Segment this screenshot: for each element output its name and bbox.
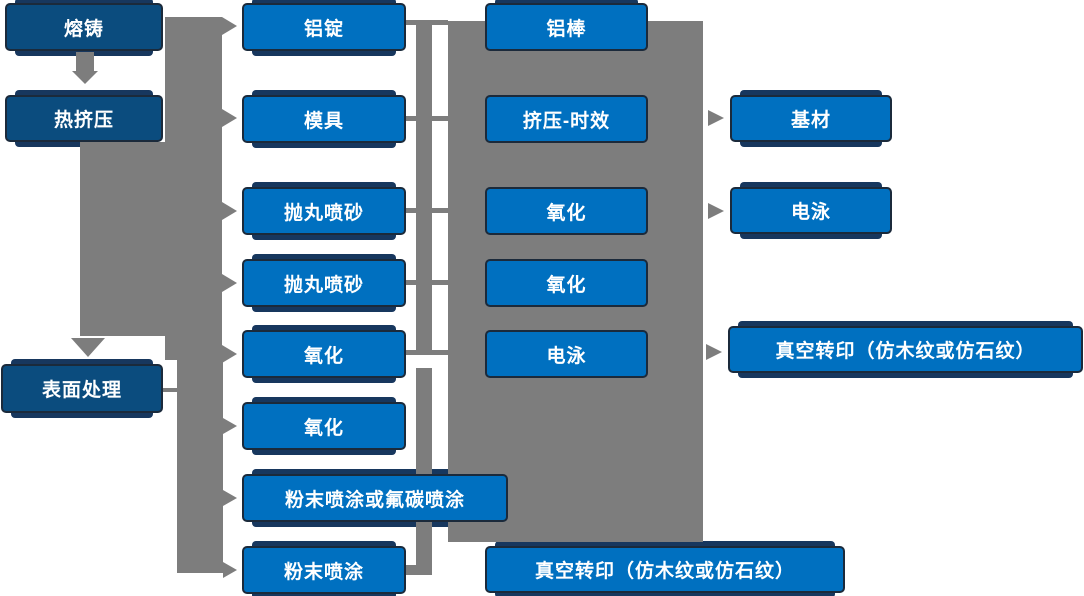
node-surface-treatment-label: 表面处理 [41,380,122,401]
node-shot-blasting-1: 抛丸喷砂 [242,187,406,235]
arrow-to-mold [222,109,237,127]
node-shot-blasting-1-label: 抛丸喷砂 [283,202,364,224]
node-vacuum-transfer-2: 真空转印（仿木纹或仿石纹） [485,546,845,593]
node-vacuum-transfer-1-label: 真空转印（仿木纹或仿石纹） [775,341,1036,362]
node-extrusion-aging-label: 挤压-时效 [522,110,611,132]
node-aluminum-rod: 铝棒 [485,3,648,51]
connector-stub-row1 [406,20,448,25]
node-electrophoresis-1-label: 电泳 [546,345,587,367]
node-aluminum-rod-label: 铝棒 [546,18,587,40]
node-vacuum-transfer-2-label: 真空转印（仿木纹或仿石纹） [534,561,795,582]
node-melting-casting: 熔铸 [5,3,163,51]
node-oxidation-b1-label: 氧化 [546,202,587,224]
node-vacuum-transfer-1: 真空转印（仿木纹或仿石纹） [728,326,1083,373]
connector-stub-row3 [406,208,448,213]
node-oxidation-a2-label: 氧化 [303,417,344,439]
arrow-to-oxidation-a1 [222,345,237,363]
node-electrophoresis-2: 电泳 [730,187,892,234]
node-electrophoresis-1: 电泳 [485,330,648,378]
connector-branch-surface [177,353,223,573]
connector-mid-bar-upper [416,20,432,355]
node-substrate-label: 基材 [790,110,831,131]
arrow-to-hot-extrusion [72,71,98,84]
arrow-to-powder-coating [223,562,237,578]
arrow-to-shot-blasting-2 [222,274,237,292]
node-mold-label: 模具 [303,110,344,132]
node-mold: 模具 [242,95,406,143]
node-substrate: 基材 [730,95,892,142]
arrow-to-vacuum-transfer-1 [706,344,722,360]
node-powder-or-fluorocarbon: 粉末喷涂或氟碳喷涂 [242,474,508,522]
connector-stub-row5 [406,350,448,355]
arrow-to-powder-or-fluorocarbon [223,490,237,506]
arrow-to-aluminum-ingot [222,17,237,35]
node-powder-coating: 粉末喷涂 [242,546,406,594]
node-extrusion-aging: 挤压-时效 [485,95,648,143]
connector-below-hot-extrusion [80,142,177,336]
node-oxidation-b2: 氧化 [485,259,648,307]
arrow-to-oxidation-a2 [223,418,237,434]
node-powder-coating-label: 粉末喷涂 [283,561,364,583]
node-surface-treatment: 表面处理 [1,364,163,413]
node-oxidation-b1: 氧化 [485,187,648,235]
node-aluminum-ingot-label: 铝锭 [303,18,344,40]
connector-melting-down-shaft [76,52,94,72]
node-shot-blasting-2-label: 抛丸喷砂 [283,274,364,296]
node-oxidation-a2: 氧化 [242,402,406,450]
connector-mid-bar-lower [416,368,432,575]
node-shot-blasting-2: 抛丸喷砂 [242,259,406,307]
node-oxidation-a1: 氧化 [242,330,406,378]
arrow-to-substrate [708,110,724,126]
arrow-to-surface-treatment [71,338,105,357]
node-hot-extrusion: 热挤压 [5,95,163,142]
connector-stub-row2 [406,116,448,121]
node-hot-extrusion-label: 热挤压 [53,110,114,131]
node-powder-or-fluorocarbon-label: 粉末喷涂或氟碳喷涂 [284,489,465,511]
node-melting-casting-label: 熔铸 [63,18,104,40]
connector-stub-surface-branch [163,388,177,392]
node-oxidation-b2-label: 氧化 [546,274,587,296]
node-electrophoresis-2-label: 电泳 [790,202,831,223]
connector-stub-row4 [406,280,448,285]
arrow-to-electrophoresis-2 [708,203,724,219]
node-aluminum-ingot: 铝锭 [242,3,406,51]
arrow-to-shot-blasting-1 [222,202,237,220]
connector-stub-powder-coating [406,565,416,575]
node-oxidation-a1-label: 氧化 [303,345,344,367]
